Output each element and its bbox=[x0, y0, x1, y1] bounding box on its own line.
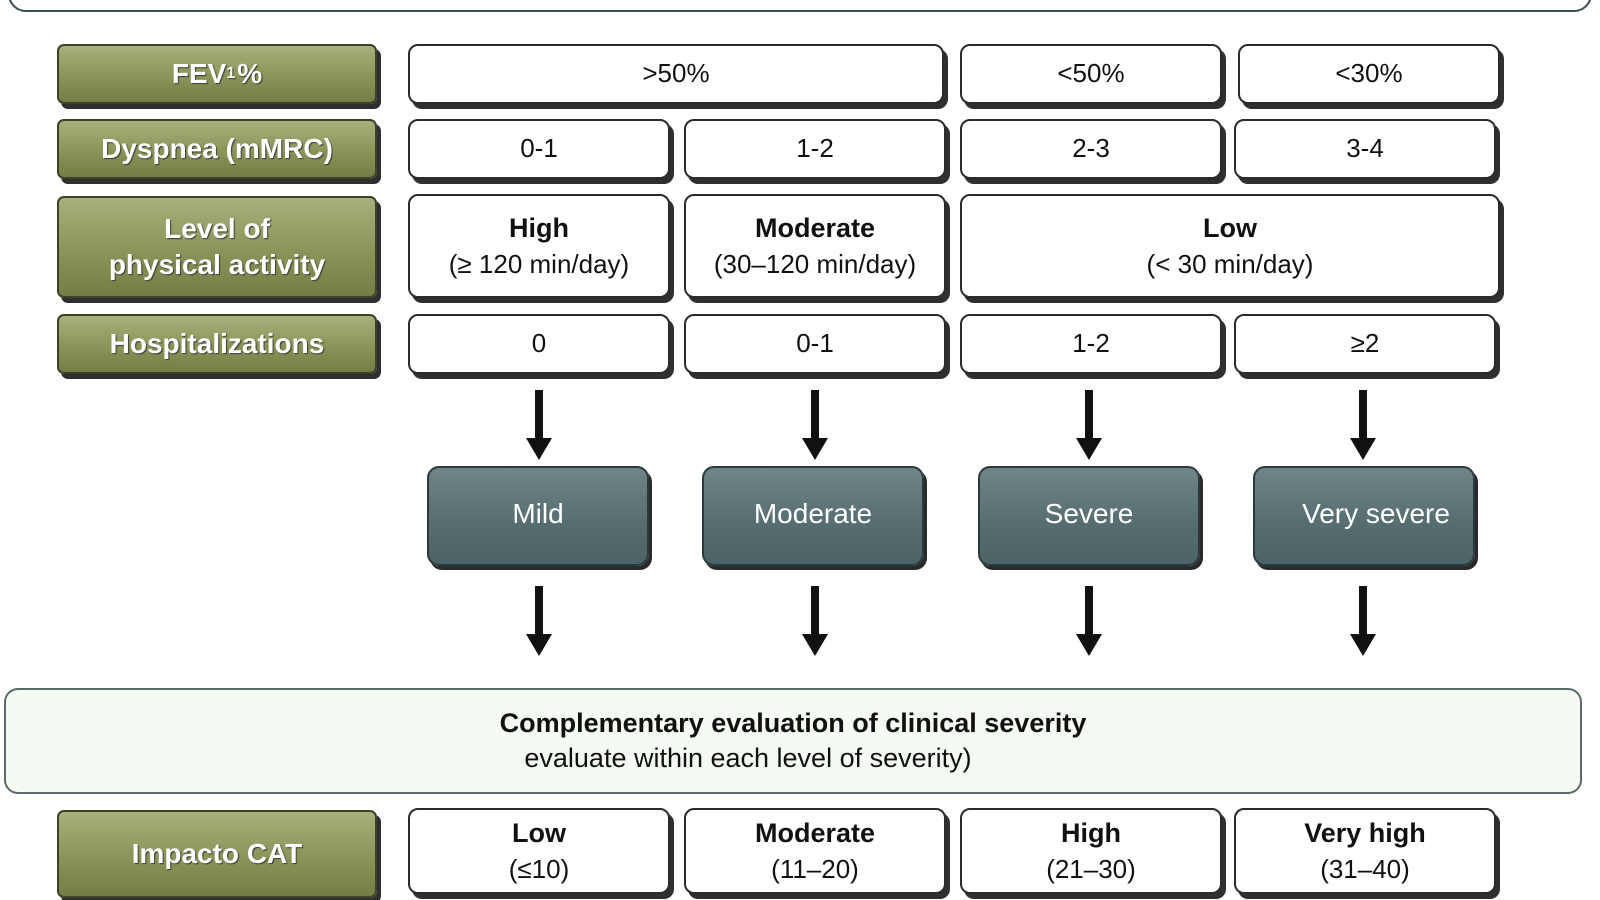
hosp-cell-4: ≥2 bbox=[1234, 314, 1496, 374]
severity-severe: Severe bbox=[978, 466, 1200, 566]
hosp-cell-2: 0-1 bbox=[684, 314, 946, 374]
cat-level: Very high bbox=[1304, 818, 1426, 849]
cat-level: High bbox=[1061, 818, 1121, 849]
severity-label: Mild bbox=[512, 498, 564, 529]
dyspnea-cell-3: 2-3 bbox=[960, 119, 1222, 179]
activity-level: High bbox=[509, 213, 569, 244]
activity-range: (30–120 min/day) bbox=[713, 248, 917, 279]
dyspnea-value: 2-3 bbox=[1072, 133, 1110, 164]
arrow-down-icon bbox=[802, 390, 828, 460]
activity-cell-moderate: Moderate (30–120 min/day) bbox=[684, 194, 946, 298]
cat-range: (≤10) bbox=[508, 853, 570, 884]
top-frame bbox=[8, 0, 1592, 12]
arrow-down-icon bbox=[802, 586, 828, 656]
complementary-subtitle: evaluate within each level of severity) bbox=[524, 743, 972, 773]
dyspnea-label: Dyspnea (mMRC) bbox=[57, 119, 377, 179]
hosp-value: 1-2 bbox=[1072, 328, 1110, 359]
cat-cell-very-high: Very high (31–40) bbox=[1234, 808, 1496, 894]
severity-very-severe: Very severe bbox=[1253, 466, 1475, 566]
activity-label: Level of physical activity bbox=[57, 196, 377, 298]
severity-label: Moderate bbox=[753, 498, 873, 529]
activity-level: Moderate bbox=[754, 213, 876, 244]
dyspnea-value: 0-1 bbox=[520, 133, 558, 164]
cat-level: Low bbox=[512, 818, 566, 849]
complementary-evaluation-box: Complementary evaluation of clinical sev… bbox=[4, 688, 1582, 794]
cat-cell-low: Low (≤10) bbox=[408, 808, 670, 894]
fev1-cell-lt30: <30% bbox=[1238, 44, 1500, 104]
hosp-value: 0 bbox=[531, 328, 547, 359]
complementary-title: Complementary evaluation of clinical sev… bbox=[499, 707, 1087, 738]
activity-label-line2: physical activity bbox=[108, 249, 326, 280]
cat-range: (31–40) bbox=[1320, 853, 1410, 884]
dyspnea-cell-4: 3-4 bbox=[1234, 119, 1496, 179]
severity-label: Severe bbox=[1044, 498, 1134, 529]
severity-moderate: Moderate bbox=[702, 466, 924, 566]
cat-range: (21–30) bbox=[1046, 853, 1136, 884]
fev1-label-sub: 1 bbox=[226, 64, 236, 82]
fev1-value: <30% bbox=[1335, 58, 1403, 89]
fev1-value: <50% bbox=[1057, 58, 1125, 89]
arrow-down-icon bbox=[1350, 390, 1376, 460]
activity-label-line1: Level of bbox=[164, 212, 270, 244]
cat-label: Impacto CAT bbox=[57, 810, 377, 898]
dyspnea-cell-1: 0-1 bbox=[408, 119, 670, 179]
arrow-down-icon bbox=[1076, 586, 1102, 656]
severity-mild: Mild bbox=[427, 466, 649, 566]
hosp-value: ≥2 bbox=[1350, 328, 1380, 359]
dyspnea-label-text: Dyspnea (mMRC) bbox=[101, 132, 333, 164]
fev1-label-main: FEV bbox=[171, 57, 227, 89]
severity-label: Very severe bbox=[1302, 498, 1450, 529]
cat-cell-moderate: Moderate (11–20) bbox=[684, 808, 946, 894]
cat-range: (11–20) bbox=[771, 853, 859, 884]
arrow-down-icon bbox=[526, 586, 552, 656]
dyspnea-value: 3-4 bbox=[1346, 133, 1384, 164]
hospitalizations-label-text: Hospitalizations bbox=[109, 327, 325, 359]
hosp-cell-3: 1-2 bbox=[960, 314, 1222, 374]
activity-range: (≥ 120 min/day) bbox=[448, 248, 630, 279]
fev1-value: >50% bbox=[642, 58, 710, 89]
hosp-value: 0-1 bbox=[796, 328, 834, 359]
fev1-cell-gt50: >50% bbox=[408, 44, 944, 104]
arrow-down-icon bbox=[1076, 390, 1102, 460]
fev1-label-unit: % bbox=[237, 57, 263, 89]
cat-cell-high: High (21–30) bbox=[960, 808, 1222, 894]
cat-label-text: Impacto CAT bbox=[131, 837, 303, 869]
activity-range: (< 30 min/day) bbox=[1146, 248, 1314, 279]
activity-level: Low bbox=[1203, 213, 1257, 244]
activity-cell-low: Low (< 30 min/day) bbox=[960, 194, 1500, 298]
activity-cell-high: High (≥ 120 min/day) bbox=[408, 194, 670, 298]
arrow-down-icon bbox=[1350, 586, 1376, 656]
cat-level: Moderate bbox=[754, 818, 876, 849]
dyspnea-value: 1-2 bbox=[796, 133, 834, 164]
fev1-cell-lt50: <50% bbox=[960, 44, 1222, 104]
hospitalizations-label: Hospitalizations bbox=[57, 314, 377, 374]
hosp-cell-1: 0 bbox=[408, 314, 670, 374]
dyspnea-cell-2: 1-2 bbox=[684, 119, 946, 179]
arrow-down-icon bbox=[526, 390, 552, 460]
